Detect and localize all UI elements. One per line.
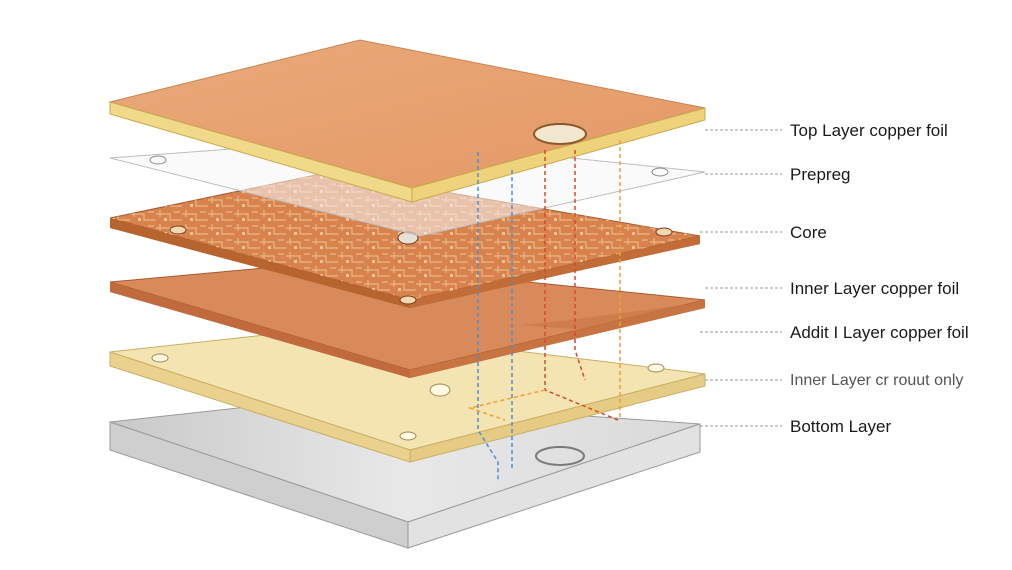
- label-top-layer: Top Layer copper foil: [790, 121, 948, 140]
- core-board: [109, 171, 701, 308]
- label-inner-layer: Inner Layer copper foil: [790, 279, 960, 298]
- label-core: Core: [790, 223, 827, 242]
- leader-lines: [700, 129, 782, 427]
- label-bottom-layer: Bottom Layer: [790, 417, 892, 436]
- label-additional-layer: Addit I Layer copper foil: [790, 323, 969, 342]
- bottom-hole-icon: [535, 446, 585, 466]
- top-hole-icon: [533, 123, 587, 145]
- top-copper-foil: [108, 39, 706, 203]
- inner-substrate-board: [109, 327, 706, 463]
- label-prepreg: Prepreg: [790, 165, 851, 184]
- alignment-guides: [467, 140, 621, 480]
- label-inner-cutout: Inner Layer cr rouut only: [790, 372, 964, 389]
- inner-copper-foil: [109, 261, 706, 378]
